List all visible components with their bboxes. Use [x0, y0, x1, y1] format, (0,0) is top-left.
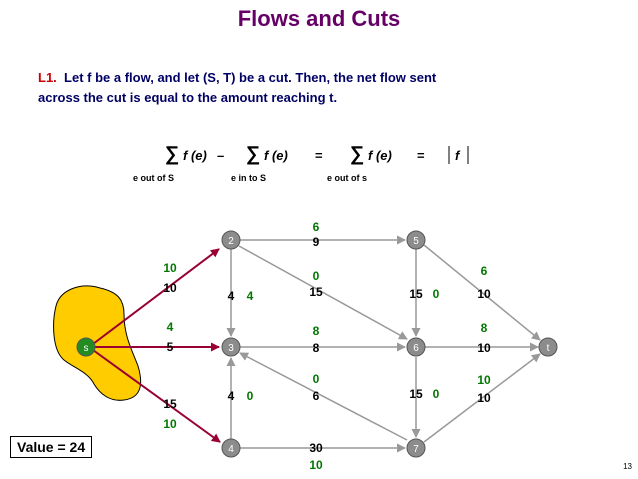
edge-7-t — [423, 353, 541, 443]
formula-sub-2: e in to S — [231, 173, 266, 183]
label-6t-flow: 8 — [481, 321, 488, 335]
formula-equals-2: = — [417, 148, 425, 163]
label-56-flow: 0 — [433, 287, 440, 301]
edge-2-6 — [238, 245, 408, 340]
label-67-flow: 0 — [433, 387, 440, 401]
label-63-flow: 0 — [313, 372, 320, 386]
edge-labels: 10 10 4 5 15 10 6 9 0 15 4 4 8 8 0 6 4 0… — [163, 220, 491, 472]
node-3-label: 3 — [228, 343, 234, 354]
node-3 — [221, 337, 241, 357]
nodes: s 2 3 4 5 6 7 t — [76, 230, 558, 458]
node-s — [76, 337, 96, 357]
label-43-flow: 0 — [247, 389, 254, 403]
node-2 — [221, 230, 241, 250]
label-23-cap: 4 — [228, 289, 235, 303]
formula-sub-3: e out of s — [327, 173, 367, 183]
formula: ∑ f (e) – ∑ f (e) = ∑ f (e) = f e out of… — [133, 143, 469, 183]
label-47-flow: 10 — [309, 458, 323, 472]
edge-s-2 — [92, 248, 220, 345]
lemma-text: L1. Let f be a flow, and let (S, T) be a… — [38, 68, 598, 108]
lemma-line-2: across the cut is equal to the amount re… — [38, 90, 338, 105]
node-7 — [406, 438, 426, 458]
sum-symbol-3: ∑ — [350, 143, 364, 165]
sum-symbol-2: ∑ — [246, 143, 260, 165]
label-s4-flow: 10 — [163, 417, 177, 431]
formula-term-2: f (e) — [264, 148, 288, 163]
label-26-cap: 15 — [309, 285, 323, 299]
formula-rhs: f — [455, 148, 461, 163]
label-s2-flow: 10 — [163, 261, 177, 275]
label-s4-cap: 15 — [163, 397, 177, 411]
node-4 — [221, 438, 241, 458]
slide-title: Flows and Cuts — [237, 6, 401, 31]
node-2-label: 2 — [228, 236, 234, 247]
edges — [92, 235, 541, 453]
label-6t-cap: 10 — [477, 341, 491, 355]
label-43-cap: 4 — [228, 389, 235, 403]
lemma-label: L1. — [38, 70, 57, 85]
node-7-label: 7 — [413, 444, 419, 455]
flow-value-box: Value = 24 — [10, 436, 93, 458]
lemma-line-1: L1. Let f be a flow, and let (S, T) be a… — [38, 68, 598, 88]
label-23-flow: 4 — [247, 289, 254, 303]
node-4-label: 4 — [228, 444, 234, 455]
label-s2-cap: 10 — [163, 281, 177, 295]
label-63-cap: 6 — [313, 389, 320, 403]
formula-term-3: f (e) — [368, 148, 392, 163]
label-25-cap: 9 — [313, 235, 320, 249]
edge-s-4 — [92, 349, 221, 443]
formula-equals-1: = — [315, 148, 323, 163]
cut-region-s — [53, 285, 142, 401]
sum-symbol-1: ∑ — [165, 143, 179, 165]
label-67-cap: 15 — [409, 387, 423, 401]
node-5 — [406, 230, 426, 250]
node-t — [538, 337, 558, 357]
lemma-line-1-text: Let f be a flow, and let (S, T) be a cut… — [64, 70, 437, 85]
formula-sub-1: e out of S — [133, 173, 174, 183]
label-36-flow: 8 — [313, 324, 320, 338]
formula-term-1: f (e) — [183, 148, 207, 163]
node-s-label: s — [84, 343, 89, 354]
node-t-label: t — [547, 343, 550, 354]
label-25-flow: 6 — [313, 220, 320, 234]
label-5t-cap: 10 — [477, 287, 491, 301]
label-7t-cap: 10 — [477, 391, 491, 405]
edge-7-3 — [239, 352, 408, 441]
label-5t-flow: 6 — [481, 264, 488, 278]
label-47-cap: 30 — [309, 441, 323, 455]
label-26-flow: 0 — [313, 269, 320, 283]
node-6-label: 6 — [413, 343, 419, 354]
page-number: 13 — [623, 462, 632, 471]
label-s3-flow: 4 — [167, 320, 174, 334]
label-36-cap: 8 — [313, 341, 320, 355]
node-5-label: 5 — [413, 236, 419, 247]
formula-minus: – — [217, 148, 224, 163]
edge-5-t — [423, 244, 541, 341]
label-56-cap: 15 — [409, 287, 423, 301]
label-7t-flow: 10 — [477, 373, 491, 387]
label-s3-cap: 5 — [167, 340, 174, 354]
node-6 — [406, 337, 426, 357]
